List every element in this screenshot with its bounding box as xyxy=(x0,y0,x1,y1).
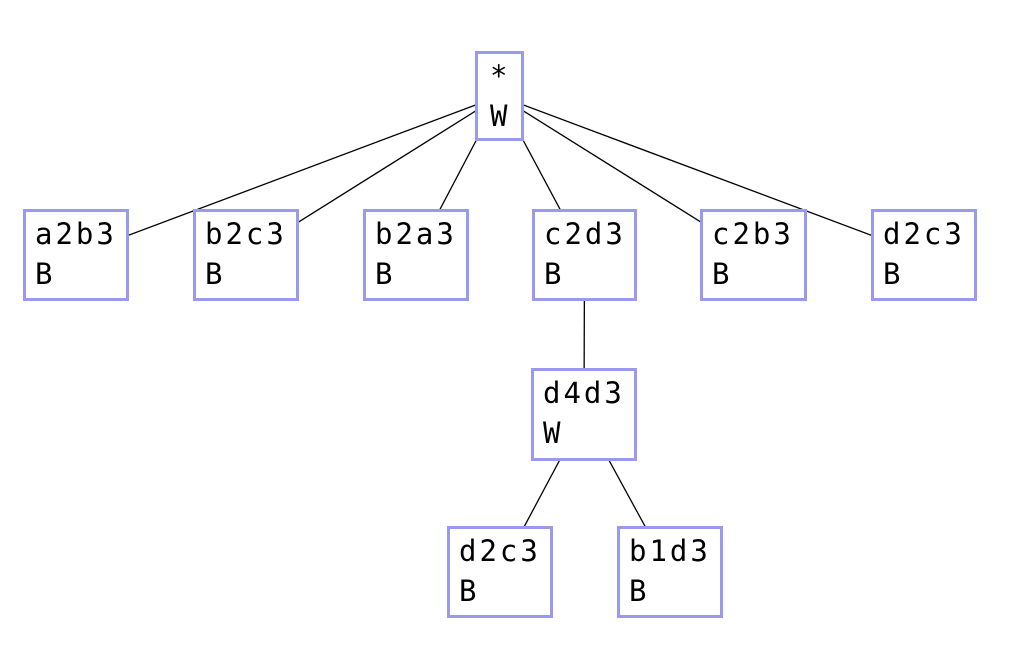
node-b2a3: b2a3 B xyxy=(363,209,469,301)
node-player-label: B xyxy=(375,257,396,291)
node-player-label: B xyxy=(205,257,226,291)
node-move-label: d4d3 xyxy=(543,376,625,410)
node-c2d3: c2d3 B xyxy=(532,209,637,301)
node-a2b3: a2b3 B xyxy=(23,209,129,301)
node-move-label: d2c3 xyxy=(883,217,965,251)
node-move-label: b2c3 xyxy=(205,217,287,251)
node-d4d3: d4d3 W xyxy=(531,368,637,461)
node-move-label: a2b3 xyxy=(35,217,117,251)
node-player-label: B xyxy=(883,257,904,291)
node-move-label: c2d3 xyxy=(544,217,626,251)
node-d2c3-1: d2c3 B xyxy=(871,209,977,301)
node-player-label: B xyxy=(35,257,56,291)
node-move-label: d2c3 xyxy=(459,534,541,568)
node-player-label: W xyxy=(490,99,511,133)
node-b1d3: b1d3 B xyxy=(617,526,723,618)
node-player-label: B xyxy=(544,257,565,291)
node-player-label: W xyxy=(543,416,564,450)
node-move-label: b1d3 xyxy=(629,534,711,568)
node-move-label: * xyxy=(490,59,511,93)
node-player-label: B xyxy=(459,574,480,608)
node-root: * W xyxy=(475,51,524,141)
node-b2c3: b2c3 B xyxy=(193,209,299,301)
node-move-label: c2b3 xyxy=(712,217,794,251)
node-player-label: B xyxy=(712,257,733,291)
node-d2c3-2: d2c3 B xyxy=(447,526,553,618)
node-player-label: B xyxy=(629,574,650,608)
node-c2b3: c2b3 B xyxy=(700,209,807,301)
node-move-label: b2a3 xyxy=(375,217,457,251)
